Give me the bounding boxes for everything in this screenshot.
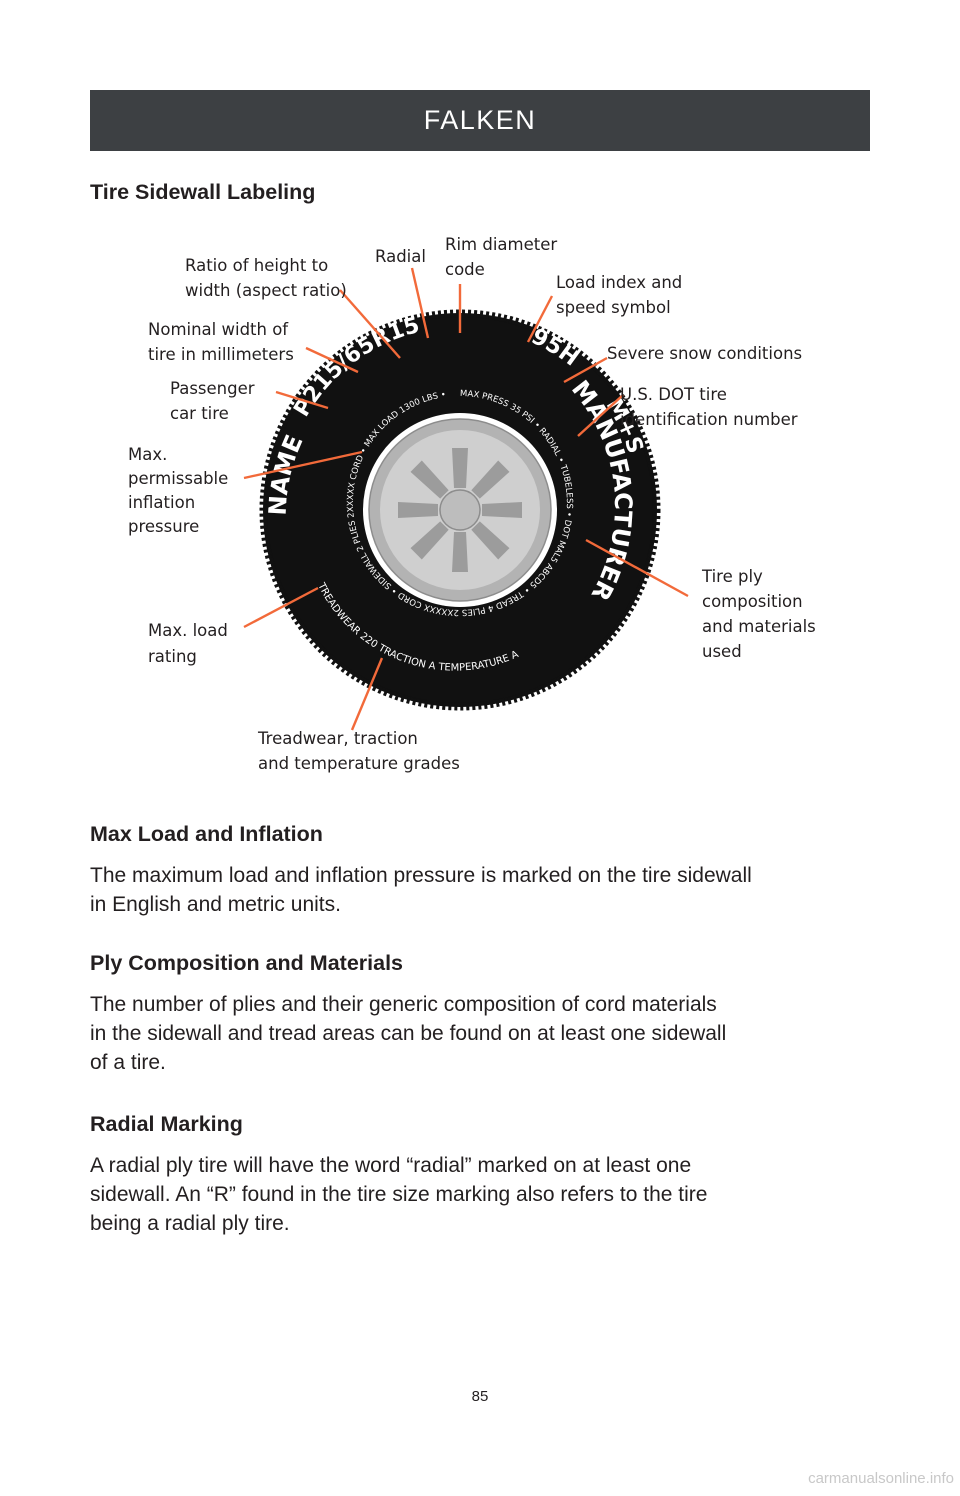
callout-max-pressure: Max. permissable inflation pressure (128, 445, 234, 536)
callout-load-index: Load index and speed symbol (556, 273, 688, 317)
heading-max-load: Max Load and Inflation (90, 822, 323, 846)
wheel (363, 413, 557, 607)
header-title: FALKEN (423, 105, 537, 135)
callout-severe-snow: Severe snow conditions (607, 344, 802, 363)
leader-lines (243, 267, 689, 731)
callout-passenger: Passenger car tire (170, 379, 260, 423)
figure-heading: Tire Sidewall Labeling (90, 180, 316, 204)
paragraph-radial-marking: A radial ply tire will have the word “ra… (90, 1154, 708, 1235)
callout-rim-diameter: Rim diameter code (445, 235, 562, 279)
callout-max-load: Max. load rating (148, 621, 233, 666)
callout-ply-composition: Tire ply composition and materials used (701, 567, 821, 661)
watermark: carmanualsonline.info (808, 1470, 954, 1487)
callout-radial: Radial (375, 247, 426, 266)
heading-radial-marking: Radial Marking (90, 1112, 243, 1136)
paragraph-ply-composition: The number of plies and their generic co… (90, 993, 727, 1074)
callout-aspect-ratio: Ratio of height to width (aspect ratio) (185, 256, 347, 300)
tire-sidewall-diagram: MAX PRESS 35 PSI • RADIAL • TUBELESS • D… (100, 220, 860, 780)
paragraph-max-load: The maximum load and inflation pressure … (90, 864, 752, 916)
header-bar: FALKEN (90, 90, 870, 151)
callout-nominal-width: Nominal width of tire in millimeters (148, 320, 294, 364)
callout-treadwear: Treadwear, traction and temperature grad… (257, 729, 460, 773)
callout-dot-number: U.S. DOT tire identification number (620, 385, 798, 429)
page-number: 85 (471, 1388, 489, 1405)
heading-ply-composition: Ply Composition and Materials (90, 951, 403, 975)
